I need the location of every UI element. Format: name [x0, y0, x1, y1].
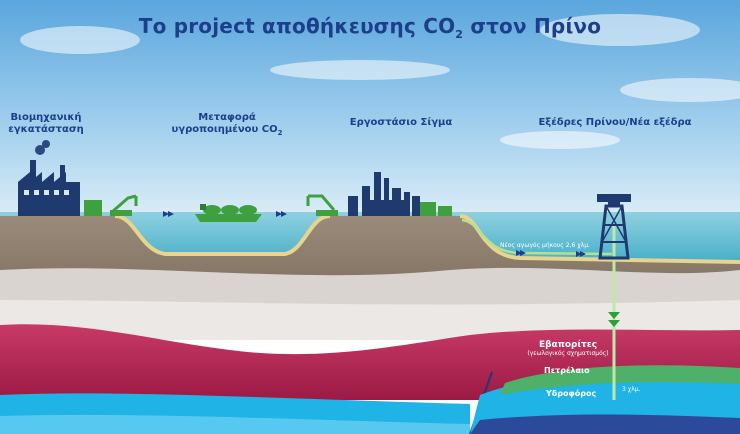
transport-label: Μεταφορά υγροποιημένου CO2 — [171, 112, 283, 137]
factory-icon — [18, 140, 80, 216]
well-chevrons — [608, 312, 620, 327]
factory-label: Εργοστάσιο Σίγμα — [349, 117, 453, 128]
crane-icon-right — [306, 194, 336, 211]
depth-label: 3 χλμ. — [622, 386, 641, 393]
evaporites-label: Εβαπορίτες (γεωλογικός σχηματισμός) — [527, 340, 609, 357]
chevron-arrows-icon — [163, 211, 287, 217]
ship-icon — [195, 204, 262, 222]
crane-icon — [111, 194, 138, 214]
aquifer-label: Υδροφόρος — [546, 389, 597, 398]
platforms-label: Εξέδρες Πρίνου/Νέα εξέδρα — [538, 117, 692, 128]
storage-tank — [84, 200, 102, 216]
platform-icon — [597, 194, 631, 260]
oil-label: Πετρέλαιο — [544, 366, 590, 375]
refinery-icon — [348, 172, 420, 216]
pipeline-label: Νέος αγωγός μήκους 2,6 χλμ. — [500, 242, 590, 249]
clouds — [20, 14, 740, 149]
sand-strip — [114, 214, 331, 256]
pipeline-chevrons — [516, 250, 586, 257]
sand-strip-right — [459, 214, 740, 264]
page-title: Το project αποθήκευσης CO2 στον Πρίνο — [138, 14, 602, 41]
oil-layer — [500, 365, 740, 395]
industrial-label: Βιομηχανική εγκατάσταση — [8, 112, 84, 135]
